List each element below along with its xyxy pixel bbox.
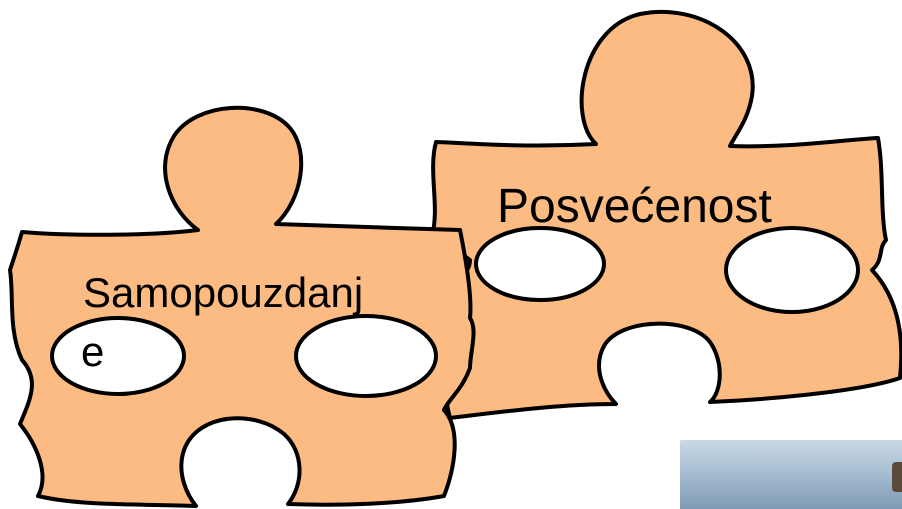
puzzle-piece-posvecenost [430, 9, 902, 420]
piece-label-samopouzdanje-line1: Samopouzdanj [83, 269, 364, 316]
puzzle-hole-left-right [294, 314, 438, 398]
puzzle-piece-left-shape [8, 105, 476, 508]
puzzle-hole-right-left [474, 226, 606, 302]
puzzle-hole-right-right [724, 226, 860, 314]
puzzle-hole-left-left [50, 316, 186, 396]
puzzle-piece-samopouzdanje [8, 105, 476, 508]
piece-label-samopouzdanje-line2: e [81, 328, 105, 375]
photo-thumbnail [680, 440, 902, 509]
piece-label-posvecenost: Posvećenost [497, 180, 772, 233]
